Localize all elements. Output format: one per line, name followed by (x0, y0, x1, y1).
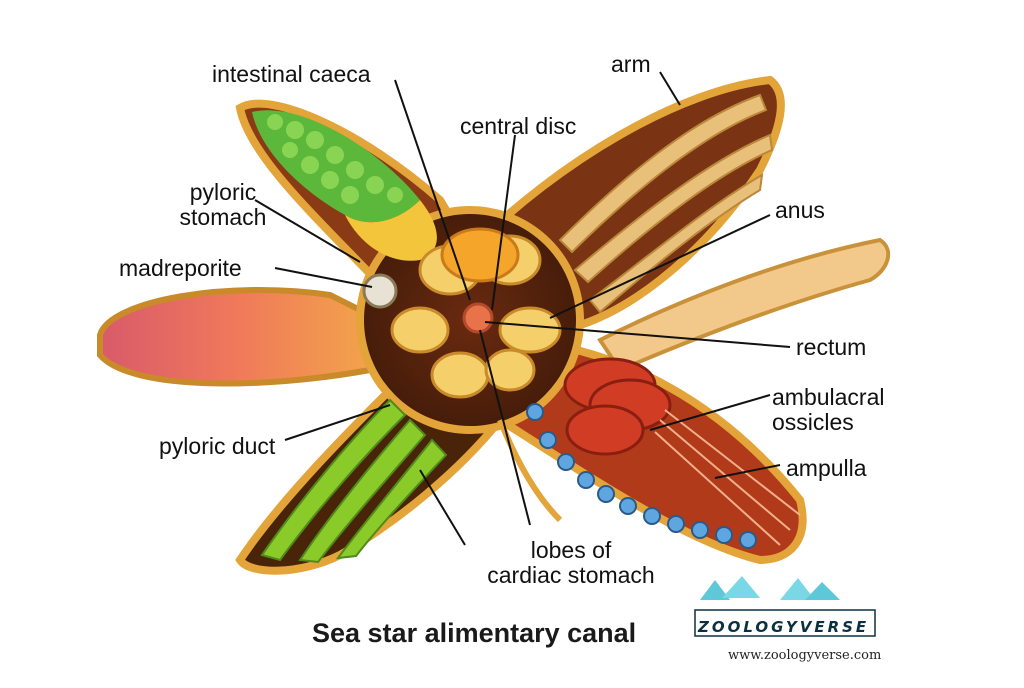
label-arm: arm (611, 51, 651, 77)
label-pyloric-stomach: pyloric stomach (179, 179, 267, 230)
zoologyverse-logo (694, 576, 876, 637)
madreporite-plate (362, 273, 398, 309)
leader-ambulacral-ossicles (649, 394, 771, 431)
pyloric-caeca-right (558, 93, 774, 314)
intestinal-caeca-core (440, 227, 520, 283)
leader-lines (254, 71, 791, 546)
leader-pyloric-stomach (254, 199, 361, 263)
leader-rectum (484, 321, 791, 348)
label-pyloric-duct: pyloric duct (159, 433, 276, 459)
label-ambulacral-ossicles: ambulacral ossicles (772, 384, 885, 435)
diagram-title: Sea star alimentary canal (312, 618, 637, 648)
central-rectal-sac (462, 302, 494, 334)
leader-central-disc (491, 134, 516, 311)
leader-cardiac-lobes (419, 469, 466, 546)
label-ampulla: ampulla (786, 455, 867, 481)
leader-arm (659, 71, 681, 106)
leader-pyloric-duct (284, 404, 391, 441)
pyloric-caeca-lower (260, 398, 448, 564)
leader-intestinal-caeca (394, 79, 471, 301)
pyloric-caeca-upper (252, 110, 437, 261)
cardiac-stomach (563, 357, 672, 456)
leader-anus (549, 214, 771, 319)
label-central-disc: central disc (460, 113, 577, 139)
label-intestinal-caeca: intestinal caeca (212, 61, 371, 87)
label-madreporite: madreporite (119, 255, 242, 281)
label-rectum: rectum (796, 334, 867, 360)
brand-name: ZOOLOGYVERSE (698, 618, 870, 636)
brand-url: www.zoologyverse.com (728, 648, 882, 663)
leader-ampulla (714, 464, 781, 479)
label-anus: anus (775, 197, 825, 223)
label-lobes-of-cardiac-stomach: lobes of cardiac stomach (487, 537, 655, 588)
ampullae-row (526, 403, 757, 549)
leader-madreporite (274, 267, 373, 288)
leader-cardiac-stomach (479, 329, 531, 526)
